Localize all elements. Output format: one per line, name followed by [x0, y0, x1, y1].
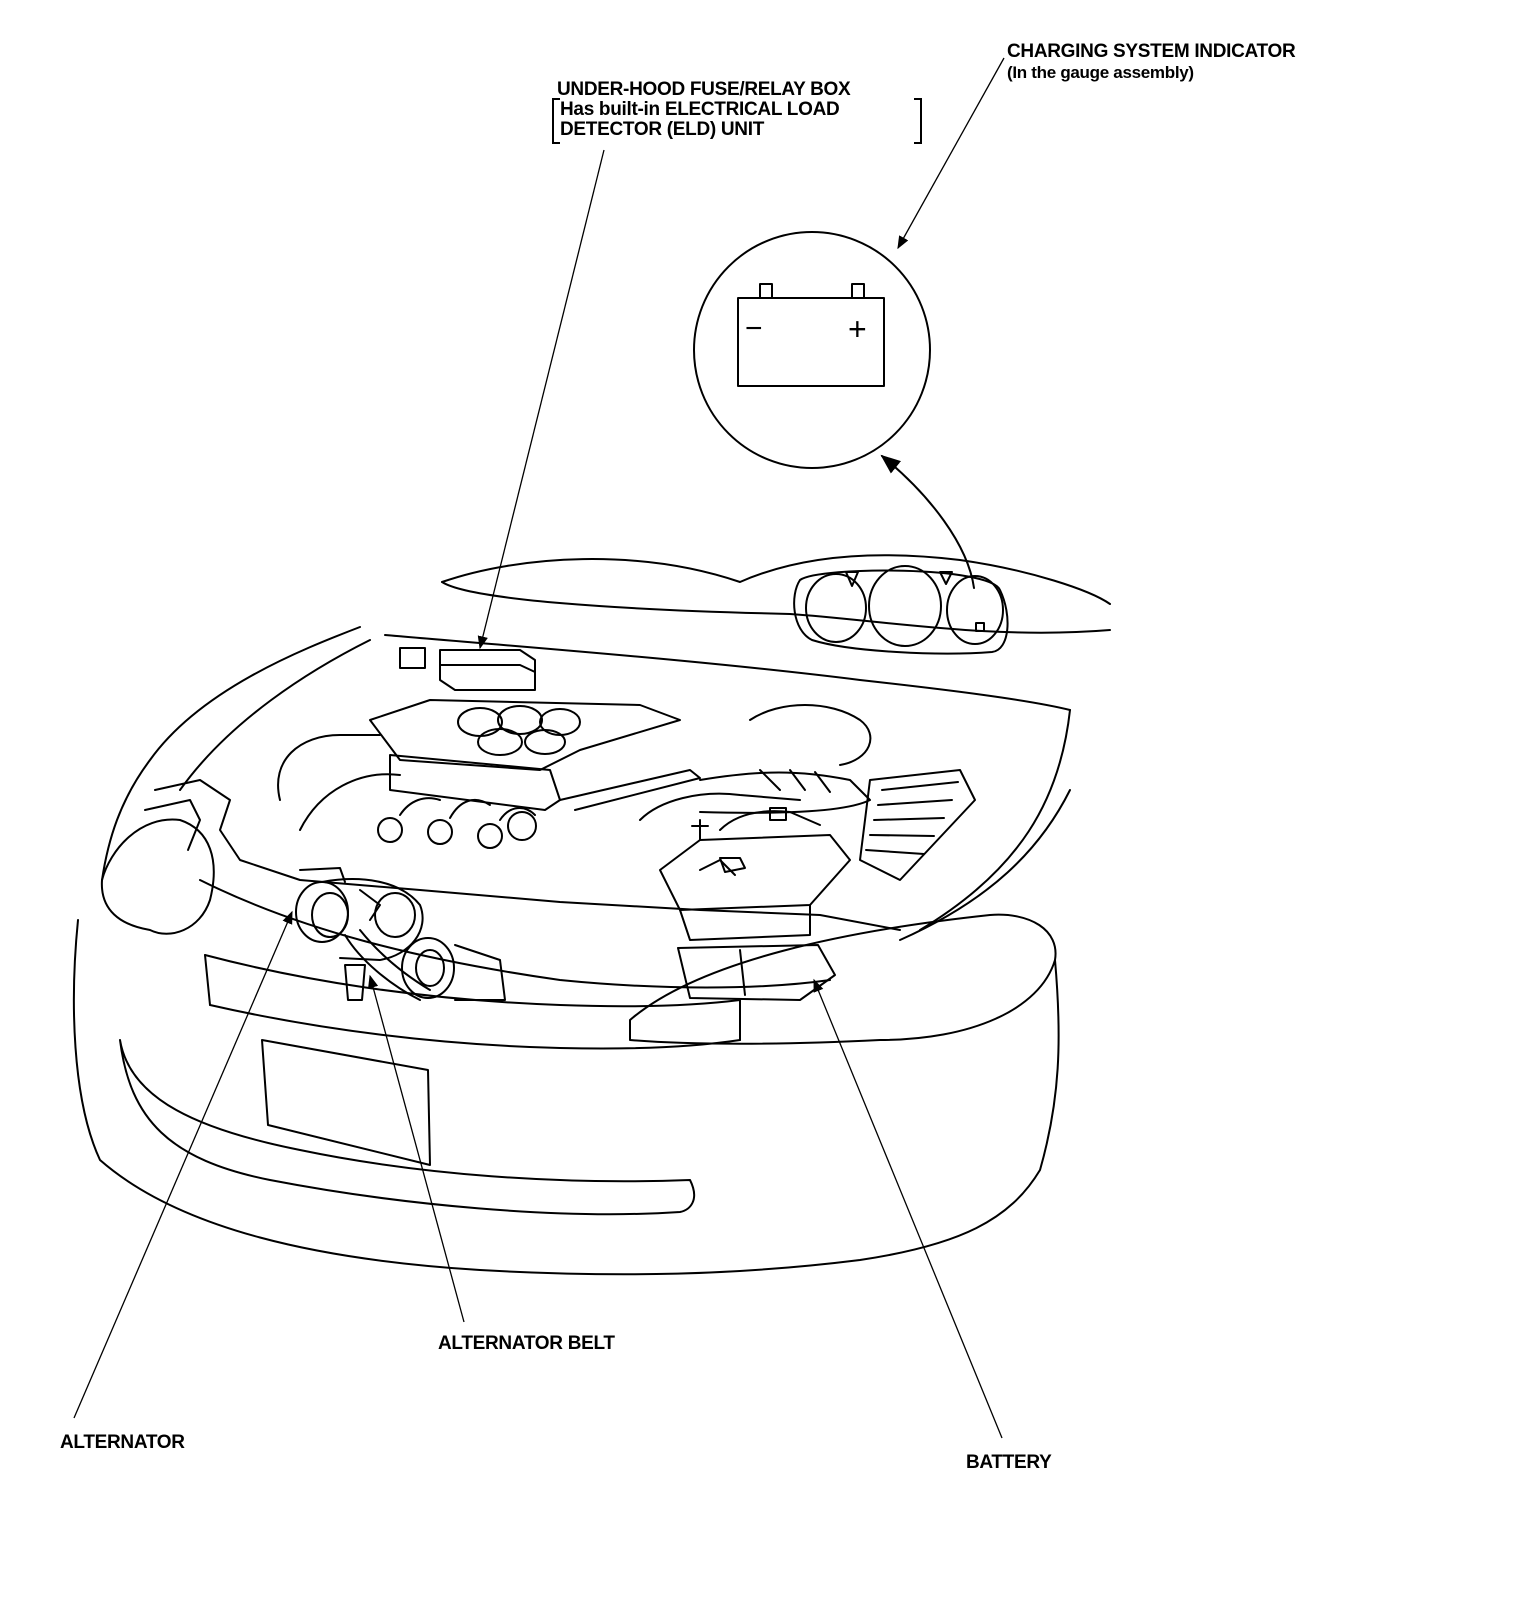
alternator-belt-label: ALTERNATOR BELT — [438, 1333, 615, 1354]
indicator-label: CHARGING SYSTEM INDICATOR — [1007, 41, 1296, 62]
gauge-charging-lamp — [975, 622, 985, 632]
battery-warning-icon — [737, 283, 885, 387]
right-headlight — [629, 913, 1057, 1045]
grille-upper — [204, 954, 741, 1008]
battery-label: BATTERY — [966, 1452, 1052, 1473]
engine — [277, 699, 872, 849]
fuse-relay-box — [399, 647, 536, 691]
left-headlight — [100, 818, 215, 935]
indicator-minus-sign: − — [745, 312, 763, 345]
battery — [659, 807, 851, 1001]
fuse-box-note: Has built-in ELECTRICAL LOAD DETECTOR (E… — [552, 98, 924, 144]
gauge-cluster — [793, 565, 1009, 655]
left-fender — [101, 626, 361, 881]
dashboard-outline — [441, 554, 1111, 605]
indicator-plus-sign: + — [848, 311, 867, 347]
alternator-leader — [73, 910, 293, 1419]
indicator-detail-arrow — [880, 454, 975, 589]
indicator-leader — [897, 57, 1005, 250]
indicator-magnifier-circle — [693, 231, 931, 469]
cowl-line — [384, 634, 1071, 711]
indicator-note: (In the gauge assembly) — [1007, 63, 1194, 82]
license-plate — [261, 1039, 431, 1166]
dashboard-lower-edge — [441, 581, 1111, 634]
grille-lower — [209, 1004, 741, 1050]
right-fender — [919, 709, 1071, 931]
battery-leader — [813, 978, 1003, 1439]
front-bumper — [72, 919, 1060, 1276]
fuse-box-leader — [477, 149, 605, 650]
alternator-belt-leader — [368, 974, 465, 1323]
alternator — [295, 867, 424, 961]
fuse-box-note-line2: DETECTOR (ELD) UNIT — [560, 119, 764, 140]
lower-intake — [119, 1039, 696, 1216]
radiator-support — [154, 779, 901, 931]
fuse-box-note-line1: Has built-in ELECTRICAL LOAD — [560, 99, 840, 120]
fuse-box-label: UNDER-HOOD FUSE/RELAY BOX — [557, 79, 851, 100]
air-cleaner — [859, 769, 976, 881]
alternator-belt — [344, 929, 506, 1001]
alternator-label: ALTERNATOR — [60, 1432, 185, 1453]
